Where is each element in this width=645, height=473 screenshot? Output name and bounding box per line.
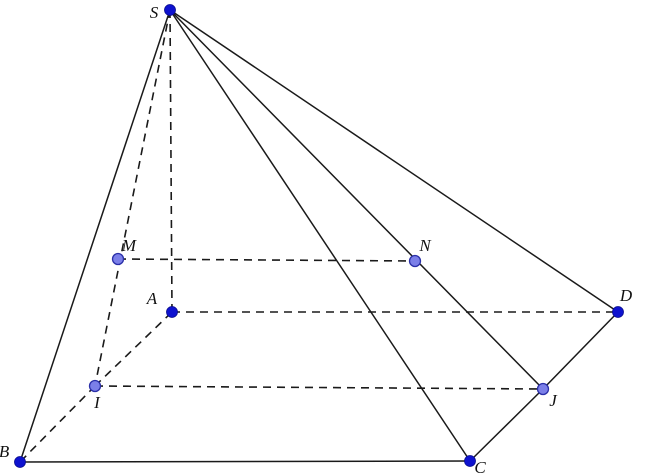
vertex-label-i: I — [93, 393, 101, 412]
vertex-label-d: D — [619, 286, 633, 305]
edge-solid-S-J — [169, 9, 544, 390]
edge-dashed-I-A — [94, 311, 173, 387]
edge-dashed-S-A — [169, 9, 173, 313]
vertex-d[interactable] — [612, 306, 624, 318]
vertex-label-m: M — [121, 236, 137, 255]
edge-dashed-M-N — [117, 258, 416, 262]
vertex-b[interactable] — [14, 456, 26, 468]
edge-solid-J-D — [542, 311, 619, 390]
dashed-edge-layer — [19, 9, 618, 463]
vertex-label-s: S — [150, 3, 159, 22]
edge-dashed-I-B — [19, 385, 96, 463]
vertex-label-b: B — [0, 442, 10, 461]
edge-solid-C-J — [469, 388, 544, 462]
vertex-layer — [14, 4, 624, 468]
vertex-a[interactable] — [166, 306, 178, 318]
edge-dashed-I-J — [94, 385, 544, 390]
vertex-label-layer: S B C D A M N I J — [0, 3, 633, 473]
edge-solid-B-S — [19, 9, 171, 463]
vertex-j[interactable] — [536, 382, 550, 396]
vertex-n[interactable] — [408, 254, 422, 268]
edge-solid-S-C — [169, 9, 471, 462]
solid-edge-layer — [19, 9, 619, 463]
vertex-label-a: A — [146, 289, 158, 308]
vertex-label-n: N — [418, 236, 432, 255]
vertex-label-c: C — [474, 458, 486, 473]
edge-solid-S-D — [169, 9, 619, 313]
edge-dashed-S-I — [94, 9, 171, 387]
vertex-s[interactable] — [164, 4, 176, 16]
vertex-i[interactable] — [88, 379, 102, 393]
vertex-label-j: J — [549, 391, 558, 410]
vertex-m[interactable] — [111, 252, 125, 266]
edge-solid-B-C — [19, 460, 471, 463]
vertex-c[interactable] — [464, 455, 476, 467]
